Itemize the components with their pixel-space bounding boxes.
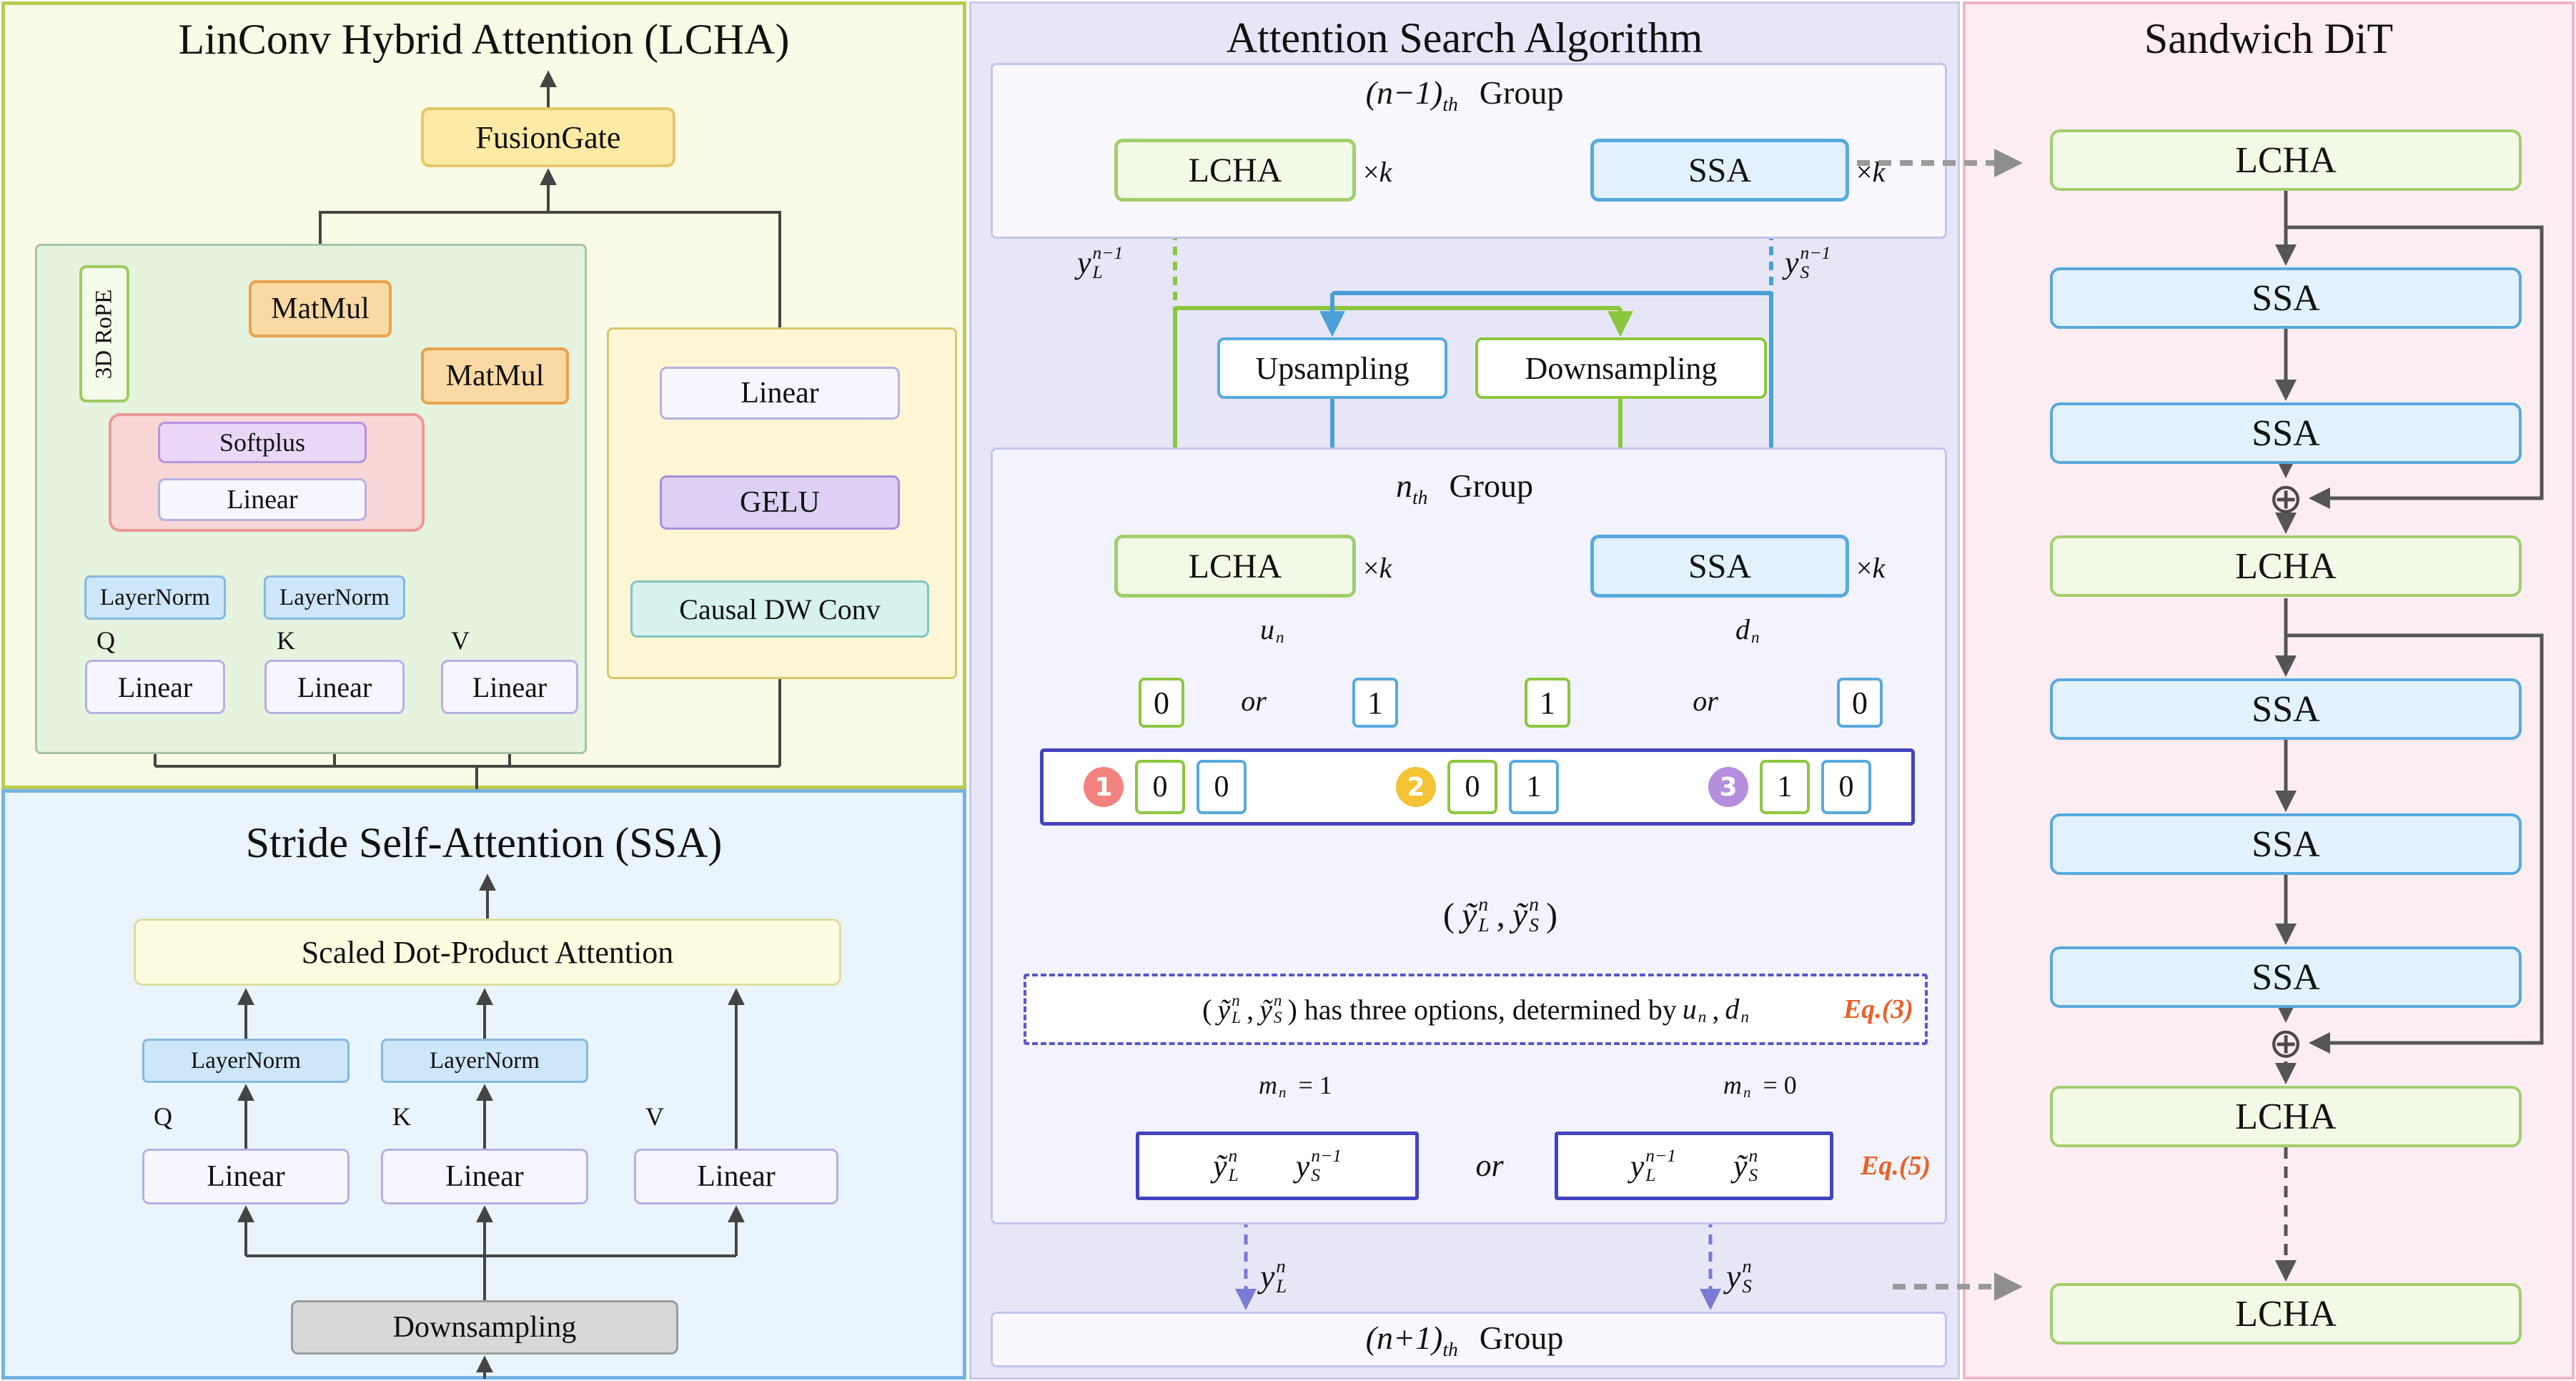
ssa-v-label: V <box>645 1102 664 1131</box>
residual-add-2-icon: ⊕ <box>2268 1019 2304 1067</box>
q-label: Q <box>96 626 115 655</box>
prev-lcha-xk-label: ×k <box>1363 156 1392 188</box>
ssa-linear-q-box: Linear <box>142 1149 350 1204</box>
gelu-box: GELU <box>660 475 900 530</box>
option-2-badge: 2 <box>1396 767 1436 807</box>
or-left-label: or <box>1241 685 1267 717</box>
sandwich-block-lcha-3: LCHA <box>2050 1086 2522 1147</box>
sandwich-block-ssa-5: SSA <box>2050 946 2522 1008</box>
softplus-box: Softplus <box>158 422 367 463</box>
sandwich-block-ssa-3: SSA <box>2050 678 2522 740</box>
curr-lcha-xk-label: ×k <box>1363 552 1392 584</box>
lcha-panel: LinConv Hybrid Attention (LCHA) FusionGa… <box>1 1 966 790</box>
layernorm-q-box: LayerNorm <box>84 575 226 620</box>
linear-v-box: Linear <box>441 660 578 714</box>
eq3-label: Eq.(3) <box>1843 994 1913 1024</box>
option-1-badge: 1 <box>1084 767 1124 807</box>
options-box: 1 0 0 2 0 1 3 1 0 <box>1040 748 1915 826</box>
option-2-group: 2 0 1 <box>1396 760 1559 814</box>
fusiongate-box: FusionGate <box>421 107 675 167</box>
eq5-label: Eq.(5) <box>1861 1151 1931 1181</box>
lcha-title: LinConv Hybrid Attention (LCHA) <box>178 16 790 63</box>
matmul-bottom-box: MatMul <box>421 347 569 405</box>
bit-left-0-box: 0 <box>1139 678 1184 728</box>
ssa-layernorm-k-box: LayerNorm <box>381 1039 588 1083</box>
curr-lcha-box: LCHA <box>1114 535 1356 598</box>
prev-lcha-box: LCHA <box>1114 139 1356 202</box>
option-3-group: 3 1 0 <box>1708 760 1871 814</box>
option-3-badge: 3 <box>1708 767 1748 807</box>
sandwich-arrows-layer <box>2275 191 2544 1282</box>
option-2-lcha-bit: 0 <box>1447 760 1497 814</box>
ssa-layernorm-q-box: LayerNorm <box>142 1039 350 1083</box>
option-1-ssa-bit: 0 <box>1197 760 1247 814</box>
sandwich-panel: Sandwich DiT LCHA SSA SSA ⊕ LCHA SSA SSA… <box>1963 1 2575 1380</box>
sandwich-block-ssa-4: SSA <box>2050 813 2522 875</box>
matmul-top-box: MatMul <box>249 280 392 337</box>
sandwich-block-lcha-1: LCHA <box>2050 129 2522 191</box>
layernorm-k-box: LayerNorm <box>264 575 405 620</box>
ssa-linear-k-box: Linear <box>381 1149 588 1204</box>
sandwich-block-lcha-4: LCHA <box>2050 1283 2522 1345</box>
bit-left-1-box: 1 <box>1352 678 1398 728</box>
sandwich-block-lcha-2: LCHA <box>2050 535 2522 597</box>
causal-dw-conv-box: Causal DW Conv <box>630 580 929 638</box>
search-title: Attention Search Algorithm <box>1226 14 1703 61</box>
ssa-q-label: Q <box>154 1102 172 1131</box>
option-3-ssa-bit: 0 <box>1821 760 1871 814</box>
prev-ssa-xk-label: ×k <box>1856 156 1886 188</box>
option-1-group: 1 0 0 <box>1084 760 1247 814</box>
sandwich-title: Sandwich DiT <box>2144 15 2394 62</box>
option-1-lcha-bit: 0 <box>1135 760 1185 814</box>
next-group-subpanel <box>991 1312 1947 1367</box>
bit-right-0-box: 0 <box>1837 678 1883 728</box>
ssa-linear-v-box: Linear <box>634 1149 838 1204</box>
residual-add-1-icon: ⊕ <box>2268 474 2304 523</box>
bit-right-1-box: 1 <box>1525 678 1570 728</box>
ssa-k-label: K <box>392 1102 411 1131</box>
sdpa-box: Scaled Dot-Product Attention <box>134 919 841 986</box>
downsampling-box: Downsampling <box>1475 337 1767 399</box>
or-mid-label: or <box>1475 1148 1504 1183</box>
curr-ssa-box: SSA <box>1590 535 1849 598</box>
ssa-arrows-layer <box>237 873 745 1379</box>
kernel-linear-box: Linear <box>158 478 367 521</box>
mlp-linear-box: Linear <box>660 367 900 420</box>
sandwich-block-ssa-1: SSA <box>2050 267 2522 329</box>
curr-ssa-xk-label: ×k <box>1856 552 1886 584</box>
prev-ssa-box: SSA <box>1590 139 1849 202</box>
ssa-title: Stride Self-Attention (SSA) <box>245 819 723 866</box>
ssa-downsampling-box: Downsampling <box>291 1300 678 1355</box>
linear-k-box: Linear <box>264 660 405 714</box>
or-right-label: or <box>1693 685 1718 717</box>
sandwich-block-ssa-2: SSA <box>2050 402 2522 464</box>
upsampling-box: Upsampling <box>1217 337 1447 399</box>
option-2-ssa-bit: 1 <box>1509 760 1559 814</box>
ssa-panel: Stride Self-Attention (SSA) Scaled Dot-P… <box>1 789 966 1380</box>
rope-box: 3D RoPE <box>79 265 129 402</box>
v-label: V <box>451 626 470 655</box>
k-label: K <box>277 626 295 655</box>
rope-label: 3D RoPE <box>91 289 117 379</box>
linear-q-box: Linear <box>85 660 225 714</box>
option-3-lcha-bit: 1 <box>1760 760 1810 814</box>
